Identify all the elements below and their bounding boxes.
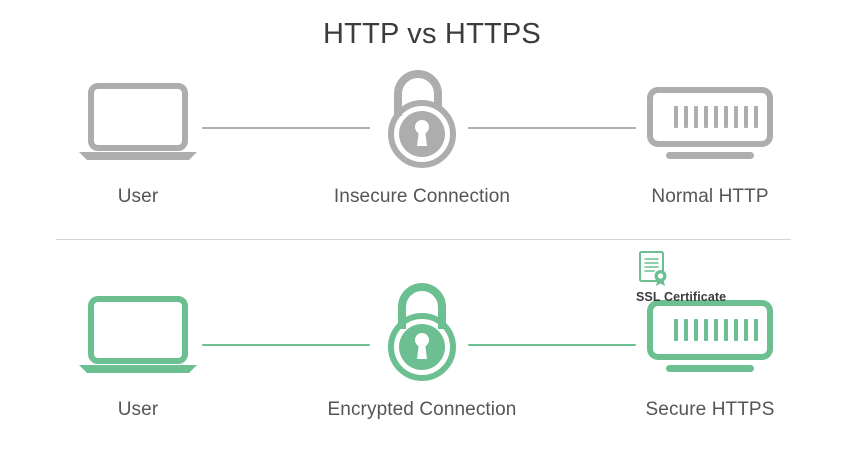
connector-line-icon [468, 127, 636, 129]
row-divider [56, 239, 791, 240]
https-user-label: User [117, 399, 159, 420]
https-server-node: Secure HTTPS [612, 285, 808, 421]
page-title: HTTP vs HTTPS [323, 18, 541, 50]
https-connection-node: Encrypted Connection [320, 283, 524, 421]
laptop-icon [40, 72, 236, 164]
server-icon [612, 72, 808, 164]
unlocked-padlock-icon [320, 70, 524, 168]
https-server-label: Secure HTTPS [645, 399, 775, 420]
locked-padlock-icon [320, 283, 524, 381]
https-connection-label: Encrypted Connection [327, 399, 517, 420]
http-connection-label: Insecure Connection [333, 186, 511, 207]
ssl-certificate-label: SSL Certificate [636, 290, 727, 304]
server-icon [612, 285, 808, 377]
http-server-label: Normal HTTP [651, 186, 769, 207]
http-user-node: User [40, 72, 236, 208]
http-user-label: User [117, 186, 159, 207]
connector-line-icon [202, 127, 370, 129]
http-server-node: Normal HTTP [612, 72, 808, 208]
ssl-certificate-badge: SSL Certificate [636, 250, 816, 304]
https-user-node: User [40, 285, 236, 421]
http-connection-node: Insecure Connection [320, 70, 524, 208]
connector-line-icon [468, 344, 636, 346]
laptop-icon [40, 285, 236, 377]
connector-line-icon [202, 344, 370, 346]
certificate-icon [636, 250, 816, 288]
